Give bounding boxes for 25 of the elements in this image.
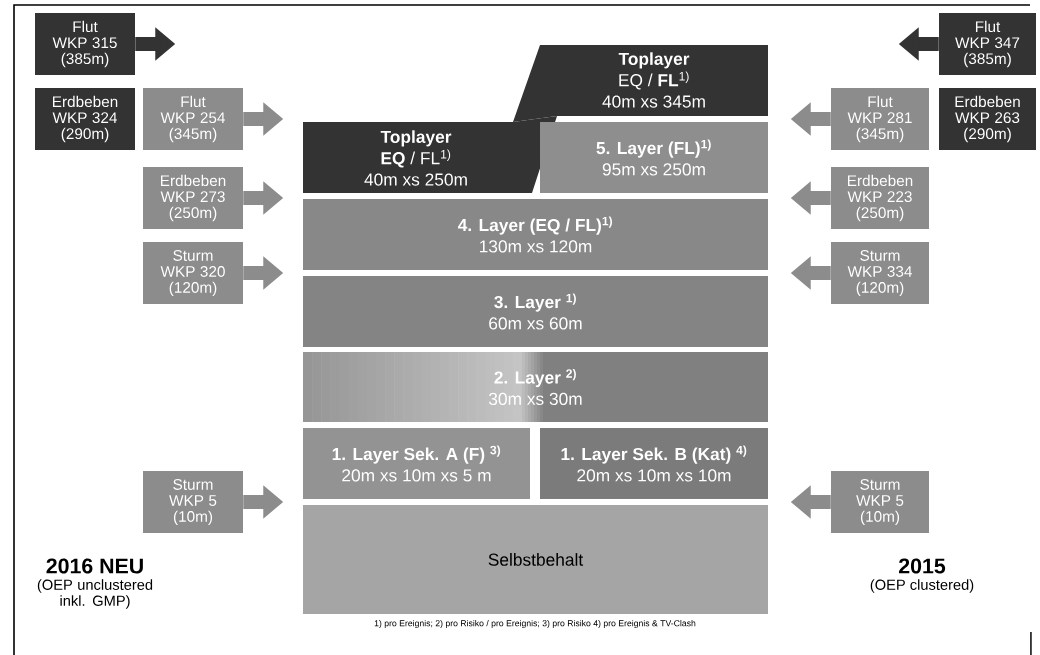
model-note: (OEP clustered): [870, 579, 974, 593]
toplayer-box: Toplayer EQ / FL$^{1)}$ 40m xs 345m: [513, 45, 768, 122]
model-note: (OEP unclustered inkl. GMP): [37, 579, 153, 609]
peril-box: Sturm WKP 5 (10m): [143, 471, 243, 533]
peril-box: Erdbeben WKP 324 (290m): [35, 88, 135, 150]
peril-box: Flut WKP 347 (385m): [939, 13, 1036, 75]
layer-box: 5. Layer (FL)$^{1)}$ 95m xs 250m: [540, 122, 768, 193]
peril-box: Flut WKP 281 (345m): [831, 88, 929, 150]
peril-box: Sturm WKP 320 (120m): [143, 242, 243, 304]
layer-box: 2. Layer $^{2)}$ 30m xs 30m: [303, 352, 768, 422]
peril-box: Sturm WKP 5 (10m): [831, 471, 929, 533]
retention-box: Selbstbehalt: [303, 505, 768, 614]
layer-box: 4. Layer (EQ / FL)$^{1)}$ 130m xs 120m: [303, 199, 768, 270]
peril-box: Erdbeben WKP 223 (250m): [831, 167, 929, 229]
peril-box: Flut WKP 254 (345m): [143, 88, 243, 150]
model-title: 2015: [899, 558, 946, 574]
model-title: 2016 NEU: [46, 558, 143, 574]
layer-box: 1. Layer Sek. B (Kat) $^{4)}$ 20m xs 10m xs 10m: [540, 428, 768, 499]
layer-box: 1. Layer Sek. A (F) $^{3)}$ 20m xs 10m xs 5 m: [303, 428, 530, 499]
peril-box: Sturm WKP 334 (120m): [831, 242, 929, 304]
peril-box: Erdbeben WKP 263 (290m): [939, 88, 1036, 150]
layer-box: 3. Layer $^{1)}$ 60m xs 60m: [303, 276, 768, 347]
toplayer-box: Toplayer EQ / FL$^{1)}$ 40m xs 250m: [303, 116, 557, 193]
peril-box: Erdbeben WKP 273 (250m): [143, 167, 243, 229]
peril-box: Flut WKP 315 (385m): [35, 13, 135, 75]
